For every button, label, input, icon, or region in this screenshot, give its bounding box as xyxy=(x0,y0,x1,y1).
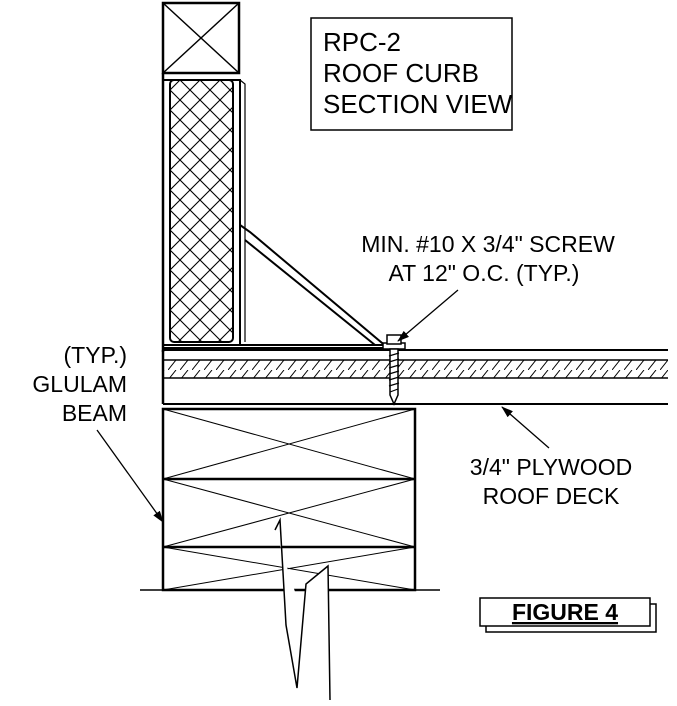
figure-label-box: FIGURE 4 xyxy=(479,597,657,633)
beam-note-line-2: GLULAM xyxy=(32,371,127,397)
title-block: RPC-2 ROOF CURB SECTION VIEW xyxy=(310,17,513,131)
top-blocking xyxy=(161,1,241,75)
break-line xyxy=(274,517,331,701)
deck-note-line-1: 3/4" PLYWOOD xyxy=(470,454,632,480)
beam-callout: (TYP.) GLULAM BEAM xyxy=(32,342,164,523)
screw xyxy=(382,334,406,406)
beam-note-line-1: (TYP.) xyxy=(64,342,127,368)
figure-label: FIGURE 4 xyxy=(512,599,618,625)
beam-leader-arrow xyxy=(96,429,164,523)
screw-callout: MIN. #10 X 3/4" SCREW AT 12" O.C. (TYP.) xyxy=(361,231,615,342)
screw-note-line-2: AT 12" O.C. (TYP.) xyxy=(389,260,580,286)
deck-leader-arrow xyxy=(501,406,550,449)
beam-note-line-3: BEAM xyxy=(62,400,127,426)
deck-note-line-2: ROOF DECK xyxy=(483,483,620,509)
plywood-roof-deck xyxy=(161,349,668,405)
title-line-1: RPC-2 xyxy=(323,27,401,57)
deck-callout: 3/4" PLYWOOD ROOF DECK xyxy=(470,406,632,509)
screw-leader-arrow xyxy=(397,289,459,342)
title-line-2: ROOF CURB xyxy=(323,58,479,88)
title-line-3: SECTION VIEW xyxy=(323,89,513,119)
curb-wall xyxy=(161,73,246,352)
screw-note-line-1: MIN. #10 X 3/4" SCREW xyxy=(361,231,615,257)
glulam-beam xyxy=(140,407,440,592)
